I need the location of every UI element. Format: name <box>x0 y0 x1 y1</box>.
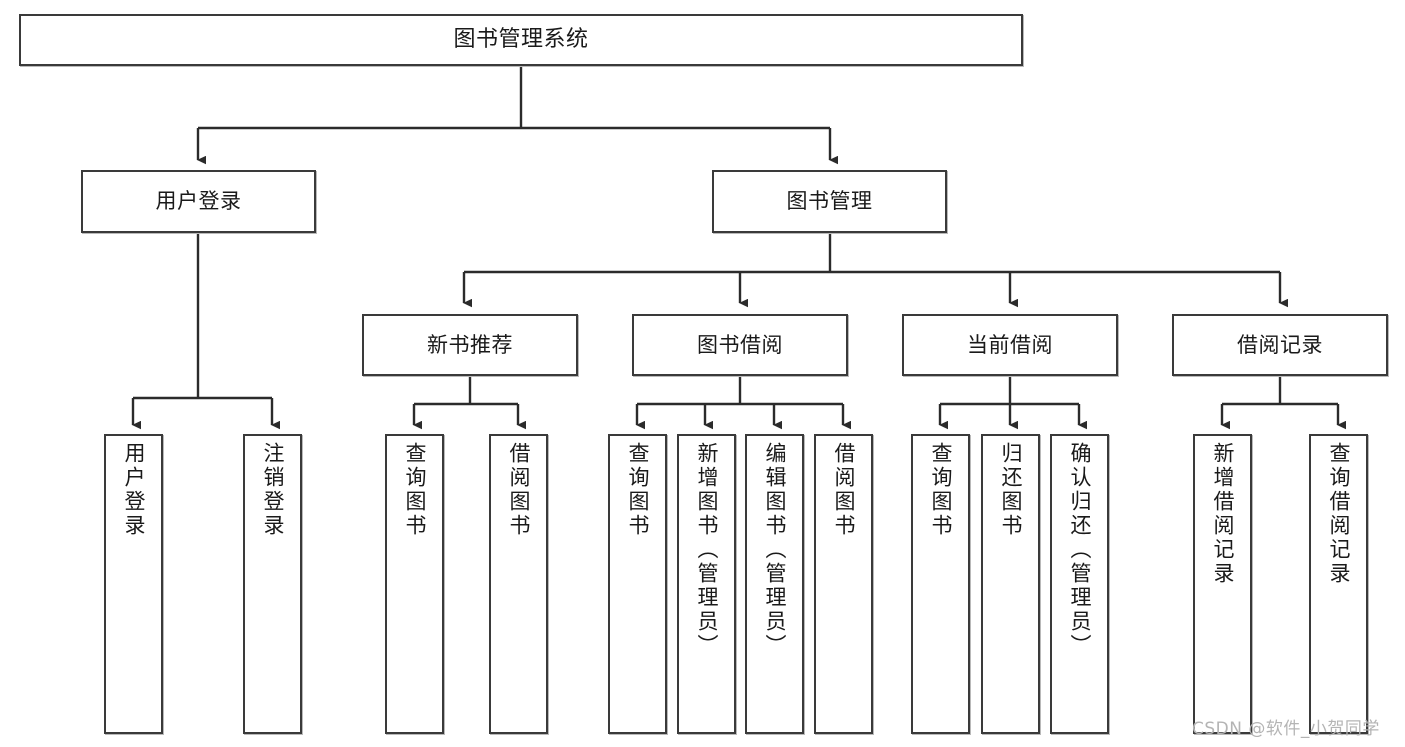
node-new-book-recommend[interactable]: 新书推荐 <box>362 314 578 376</box>
node-borrow-record[interactable]: 借阅记录 <box>1172 314 1388 376</box>
node-leaf-query-book-current[interactable]: 查询图书 <box>911 434 970 734</box>
node-leaf-edit-book[interactable]: 编辑图书（管理员） <box>745 434 804 734</box>
node-label: 当前借阅 <box>967 332 1053 357</box>
node-book-management[interactable]: 图书管理 <box>712 170 947 233</box>
node-label: 归还图书 <box>999 442 1023 538</box>
node-leaf-borrow-book[interactable]: 借阅图书 <box>814 434 873 734</box>
node-label: 图书管理 <box>786 189 873 214</box>
node-leaf-borrow-book-recommend[interactable]: 借阅图书 <box>489 434 548 734</box>
node-label: 图书管理系统 <box>453 27 589 53</box>
node-leaf-return-book[interactable]: 归还图书 <box>981 434 1040 734</box>
node-label: 图书借阅 <box>697 332 783 357</box>
node-book-borrow[interactable]: 图书借阅 <box>632 314 848 376</box>
csdn-watermark: CSDN @软件_小贺同学 <box>1192 719 1380 739</box>
node-label: 新书推荐 <box>427 332 513 357</box>
node-label: 查询图书 <box>403 442 427 538</box>
node-leaf-user-logout[interactable]: 注销登录 <box>243 434 302 734</box>
node-label: 注销登录 <box>261 442 285 538</box>
node-label: 借阅记录 <box>1237 332 1323 357</box>
node-label: 查询图书 <box>626 442 650 538</box>
node-leaf-add-borrow-record[interactable]: 新增借阅记录 <box>1193 434 1252 734</box>
node-leaf-add-book[interactable]: 新增图书（管理员） <box>677 434 736 734</box>
node-leaf-query-book-recommend[interactable]: 查询图书 <box>385 434 444 734</box>
node-label: 查询图书 <box>929 442 953 538</box>
node-leaf-query-book-borrow[interactable]: 查询图书 <box>608 434 667 734</box>
node-leaf-confirm-return[interactable]: 确认归还（管理员） <box>1050 434 1109 734</box>
node-label: 新增借阅记录 <box>1211 442 1235 586</box>
node-label: 确认归还（管理员） <box>1068 442 1092 658</box>
node-root-book-management-system[interactable]: 图书管理系统 <box>19 14 1023 66</box>
node-user-login[interactable]: 用户登录 <box>81 170 316 233</box>
node-label: 借阅图书 <box>832 442 856 538</box>
node-leaf-query-borrow-record[interactable]: 查询借阅记录 <box>1309 434 1368 734</box>
node-label: 查询借阅记录 <box>1327 442 1351 586</box>
node-current-borrow[interactable]: 当前借阅 <box>902 314 1118 376</box>
node-label: 编辑图书（管理员） <box>763 442 787 658</box>
node-label: 用户登录 <box>122 442 146 538</box>
node-label: 新增图书（管理员） <box>695 442 719 658</box>
node-label: 借阅图书 <box>507 442 531 538</box>
node-label: 用户登录 <box>155 189 242 214</box>
node-leaf-user-login[interactable]: 用户登录 <box>104 434 163 734</box>
